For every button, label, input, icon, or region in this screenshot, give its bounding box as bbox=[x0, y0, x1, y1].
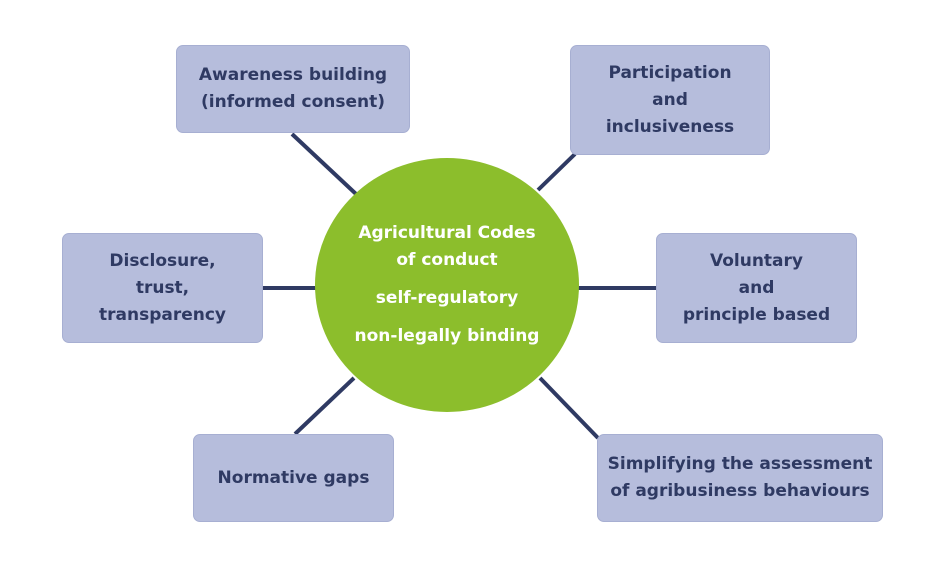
connector-normative bbox=[293, 376, 356, 436]
box-normative-line-1: Normative gaps bbox=[217, 467, 370, 488]
central-concept-circle: Agricultural Codes of conduct self-regul… bbox=[315, 158, 579, 412]
box-voluntary-line-3: principle based bbox=[682, 304, 831, 325]
box-simplifying-line-1: Simplifying the assessment bbox=[607, 454, 873, 474]
box-voluntary-line-2: and bbox=[738, 277, 775, 298]
box-participation-line-3: inclusiveness bbox=[605, 116, 735, 137]
box-simplifying-assessment: Simplifying the assessment of agribusine… bbox=[597, 434, 883, 522]
box-awareness-line-2: (informed consent) bbox=[201, 92, 385, 112]
box-awareness-line-1: Awareness building bbox=[198, 65, 388, 85]
connector-participation bbox=[536, 152, 577, 192]
box-voluntary-line-1: Voluntary bbox=[709, 250, 803, 271]
box-voluntary: Voluntary and principle based bbox=[656, 233, 857, 343]
box-simplifying-line-2: of agribusiness behaviours bbox=[610, 481, 870, 501]
box-disclosure-line-3: transparency bbox=[98, 304, 227, 325]
connector-simplifying bbox=[538, 376, 600, 440]
center-self-regulatory: self-regulatory bbox=[375, 288, 519, 308]
box-disclosure-line-1: Disclosure, bbox=[109, 250, 216, 271]
connector-awareness bbox=[290, 132, 358, 196]
box-awareness-building: Awareness building (informed consent) bbox=[176, 45, 410, 133]
box-participation: Participation and inclusiveness bbox=[570, 45, 770, 155]
box-disclosure-line-2: trust, bbox=[135, 277, 190, 298]
center-title-line-1: Agricultural Codes bbox=[358, 223, 536, 243]
box-normative-gaps: Normative gaps bbox=[193, 434, 394, 522]
box-disclosure: Disclosure, trust, transparency bbox=[62, 233, 263, 343]
center-title-line-2: of conduct bbox=[396, 250, 498, 270]
center-non-legally-binding: non-legally binding bbox=[354, 326, 540, 346]
box-participation-line-1: Participation bbox=[608, 62, 732, 83]
box-participation-line-2: and bbox=[652, 89, 688, 110]
